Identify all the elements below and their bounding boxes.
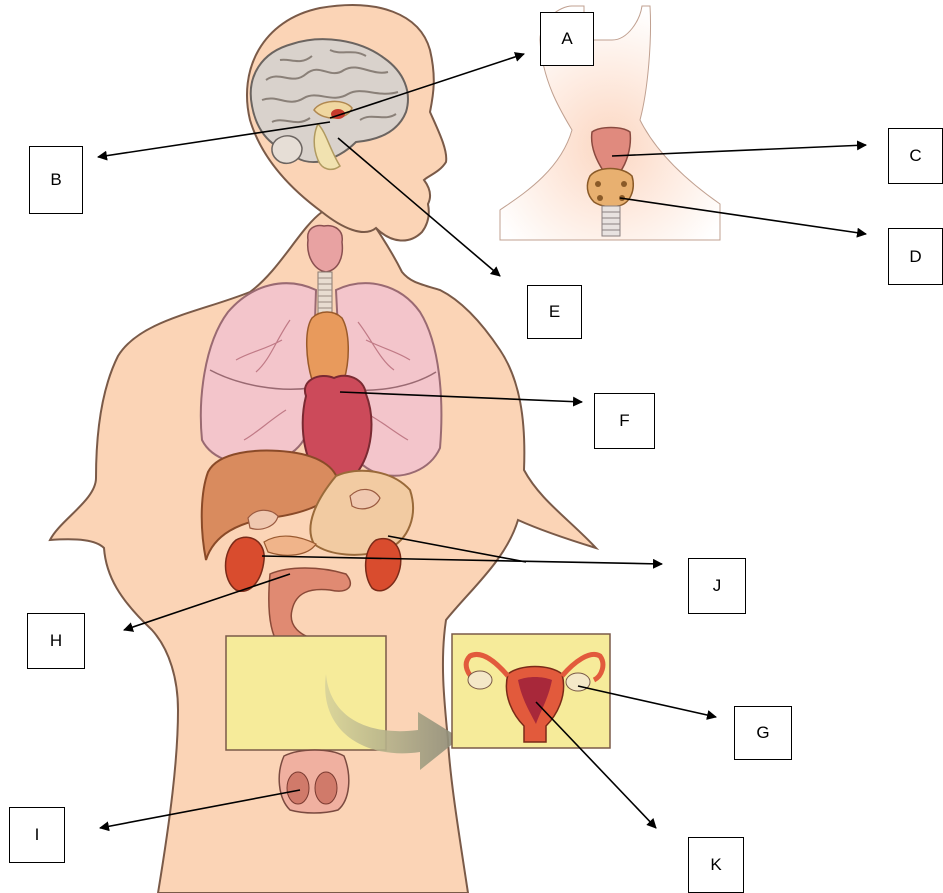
testes: [279, 750, 349, 813]
thyroid-gland: [587, 169, 633, 207]
label-box-H: H: [27, 613, 85, 669]
label-box-K: K: [688, 837, 744, 893]
parathyroid-gland: [595, 181, 601, 187]
neck-inset: [500, 6, 720, 240]
label-box-F: F: [594, 393, 655, 449]
label-box-I: I: [9, 807, 65, 863]
label-box-A: A: [540, 12, 594, 66]
label-box-G: G: [734, 706, 792, 760]
label-box-C: C: [888, 128, 943, 184]
label-box-E: E: [527, 285, 582, 339]
label-box-J: J: [688, 558, 746, 614]
label-box-B: B: [29, 146, 83, 214]
label-box-D: D: [888, 228, 943, 285]
cerebellum: [272, 136, 302, 163]
uterus-inset: [452, 634, 610, 748]
ovary-left: [468, 671, 492, 689]
